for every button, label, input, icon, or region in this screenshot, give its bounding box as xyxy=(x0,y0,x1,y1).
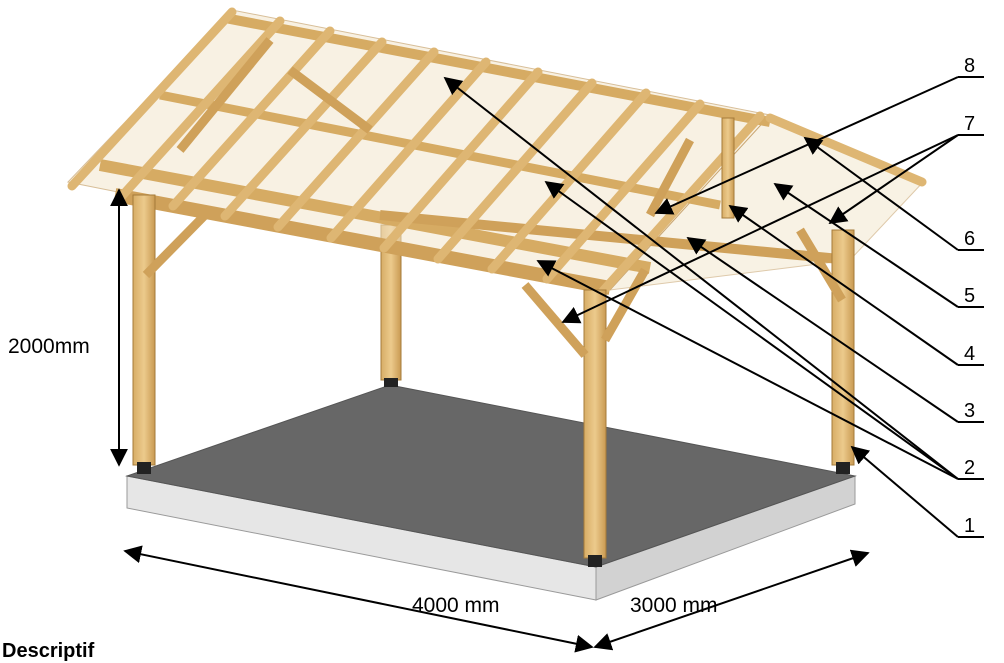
dimensions xyxy=(110,188,870,653)
height-dimension-label: 2000mm xyxy=(8,335,90,358)
wall-plate xyxy=(113,188,612,295)
post-base-front-right xyxy=(836,462,850,474)
leader-3 xyxy=(686,236,959,423)
callout-number: 8 xyxy=(964,55,975,77)
callout-number: 7 xyxy=(964,113,975,135)
callout-leaders xyxy=(443,76,984,538)
rafter xyxy=(168,26,335,211)
leader-7a xyxy=(561,134,959,324)
brace-corner-left xyxy=(521,282,589,358)
rafter xyxy=(433,78,597,264)
strut-left-a xyxy=(176,37,274,153)
rafter xyxy=(379,67,543,253)
leader-6 xyxy=(803,136,959,251)
concrete-slab xyxy=(125,384,857,601)
footer-heading: Descriptif xyxy=(2,640,95,662)
leader-2b xyxy=(544,180,959,480)
callout-number: 1 xyxy=(964,515,975,537)
king-post-right xyxy=(721,117,735,219)
post-front-corner xyxy=(583,289,607,559)
front-posts xyxy=(132,194,855,567)
slab-top xyxy=(125,384,857,568)
post-front-left xyxy=(132,194,156,466)
post-front-right xyxy=(831,229,855,466)
leader-2a xyxy=(443,76,959,480)
callout-number: 3 xyxy=(964,400,975,422)
width-dimension-label: 3000 mm xyxy=(630,594,718,617)
leader-7b xyxy=(828,134,959,225)
post-base-front-corner xyxy=(588,555,602,567)
rafter-right xyxy=(765,113,927,187)
rafter xyxy=(487,88,651,274)
rafter xyxy=(542,99,705,284)
leader-5 xyxy=(773,182,959,308)
purlin-ridge xyxy=(224,13,771,127)
leader-2c xyxy=(536,260,959,480)
back-plate xyxy=(379,210,851,265)
callout-number: 2 xyxy=(964,457,975,479)
post-base-back-left xyxy=(384,378,398,387)
length-dimension-line xyxy=(123,545,594,653)
rafter xyxy=(67,7,237,191)
strut-left-b xyxy=(287,66,373,134)
brace-front-left xyxy=(142,211,209,279)
post-base-front-left xyxy=(137,462,151,474)
callout-number: 5 xyxy=(964,285,975,307)
callout-number: 4 xyxy=(964,343,975,365)
length-dimension-label: 4000 mm xyxy=(412,594,500,617)
callout-number: 6 xyxy=(964,228,975,250)
rafter xyxy=(220,37,387,221)
rafter xyxy=(117,16,285,201)
leader-4 xyxy=(728,204,959,366)
width-dimension-line xyxy=(593,549,870,651)
leader-1 xyxy=(850,445,959,538)
callout-numbers: 8 7 6 5 4 3 2 1 xyxy=(964,55,975,537)
brace-corner-right xyxy=(601,267,649,343)
rafter xyxy=(273,47,439,232)
brace-front-right xyxy=(796,227,846,303)
